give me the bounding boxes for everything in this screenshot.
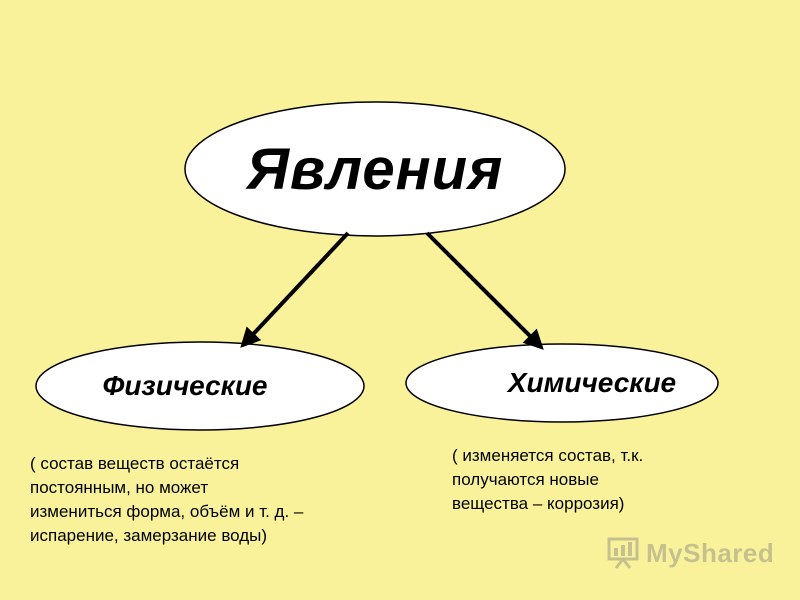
description-line: испарение, замерзание воды) [30, 526, 268, 545]
left-node-ellipse [35, 341, 365, 431]
root-node-label: Явления [246, 136, 504, 202]
right-node-ellipse [405, 343, 719, 423]
description-line: измениться форма, объём и т. д. – [30, 502, 304, 521]
presentation-board-icon [607, 537, 639, 569]
root-node-ellipse [184, 101, 566, 237]
description-line: ( состав веществ остаётся [30, 454, 240, 473]
left-node-label: Физические [102, 370, 268, 401]
arrow-to-left-node [240, 231, 350, 348]
description-line: вещества – коррозия) [452, 494, 625, 513]
watermark: MyShared [606, 536, 774, 570]
description-line: ( изменяется состав, т.к. [452, 446, 644, 465]
right-node-label: Химические [507, 367, 677, 398]
watermark-text: MyShared [646, 537, 775, 568]
arrow-to-right-node [425, 231, 544, 350]
description-line: получаются новые [452, 470, 599, 489]
left-node-description: ( состав веществ остаётся постоянным, но… [30, 452, 303, 548]
right-node-description: ( изменяется состав, т.к. получаются нов… [452, 444, 643, 516]
description-line: постоянным, но может [30, 478, 209, 497]
